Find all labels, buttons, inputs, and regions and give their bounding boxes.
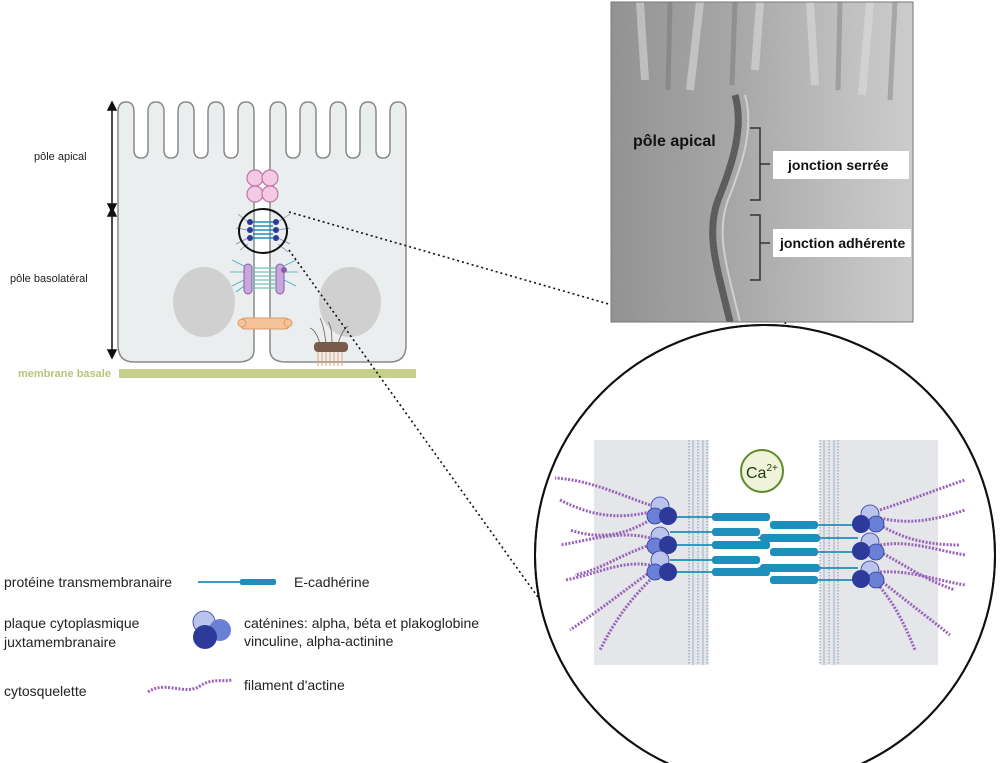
legend-cytoskeleton: cytosquelette [4, 683, 87, 699]
em-adherens-junction-label: jonction adhérente [779, 235, 905, 251]
pole-arrows [106, 100, 118, 360]
legend-plaque-line1: plaque cytoplasmique [4, 615, 140, 631]
legend-ecadherin: E-cadhérine [294, 574, 370, 590]
basolateral-pole-label: pôle basolatéral [10, 273, 88, 285]
calcium-symbol: Ca [746, 465, 767, 482]
basal-membrane-label: membrane basale [18, 368, 111, 380]
epithelial-cells [117, 101, 407, 363]
e-cadherin-domains [712, 513, 820, 584]
junction-highlight-circle [238, 208, 288, 254]
hemidesmosome [309, 317, 349, 366]
legend: protéine transmembranaire E-cadhérine pl… [3, 574, 479, 699]
legend-plaque-line2: juxtamembranaire [3, 634, 116, 650]
svg-text:Ca2+: Ca2+ [746, 463, 778, 482]
zoom-content [554, 440, 966, 665]
tight-junction [246, 169, 279, 203]
calcium-charge: 2+ [766, 463, 778, 474]
legend-actin-icon [147, 678, 233, 694]
calcium-ion-badge: Ca2+ [740, 449, 784, 493]
legend-cadherin-icon [198, 579, 276, 585]
em-apical-label: pôle apical [633, 133, 716, 150]
actin-filaments-left [554, 476, 652, 651]
legend-catenin-icon [192, 610, 231, 649]
actin-filaments-right [878, 478, 966, 651]
legend-actin: filament d'actine [244, 677, 345, 693]
basal-membrane-bar [119, 369, 416, 378]
legend-transmembrane-protein: protéine transmembranaire [4, 574, 172, 590]
right-nucleus [319, 267, 381, 337]
adherens-junction-bracket [750, 214, 770, 281]
gap-junction [237, 317, 293, 330]
legend-catenins-line1: caténines: alpha, béta et plakoglobine [244, 615, 479, 631]
apical-pole-label: pôle apical [34, 151, 87, 163]
left-nucleus [173, 267, 235, 337]
tight-junction-bracket [750, 127, 770, 201]
catenin-clusters-right [852, 504, 885, 589]
adherens-junction-small [235, 208, 291, 254]
catenin-clusters-left [646, 496, 677, 581]
desmosome [230, 259, 298, 295]
legend-catenins-line2: vinculine, alpha-actinine [244, 633, 394, 649]
em-tight-junction-label: jonction serrée [787, 157, 889, 173]
zoom-circle-border [534, 324, 996, 763]
